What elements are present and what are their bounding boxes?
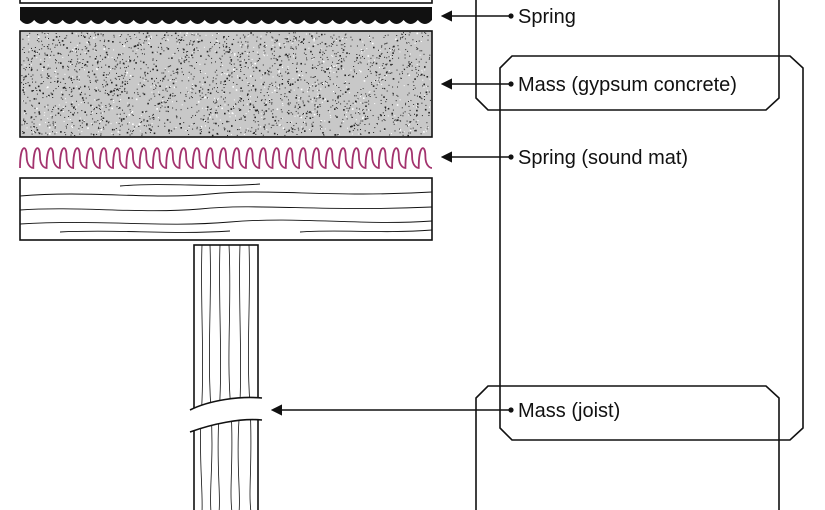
leader-arrows xyxy=(270,10,514,416)
callout-box-top xyxy=(475,0,780,111)
arrow-dot-mass-joist xyxy=(508,407,514,413)
resilient-underlayment xyxy=(20,7,432,24)
label-spring-mat: Spring (sound mat) xyxy=(518,147,688,169)
arrow-dot-spring xyxy=(508,13,514,19)
joist xyxy=(193,244,259,510)
concrete-speckle-texture xyxy=(21,32,431,137)
top-floor-layer xyxy=(19,0,433,4)
subfloor-wood-grain xyxy=(20,183,432,233)
label-mass-joist: Mass (joist) xyxy=(518,400,620,422)
callout-box-bottom xyxy=(475,385,780,510)
arrow-dot-spring-mat xyxy=(508,154,514,160)
joist-break-mark xyxy=(189,396,263,433)
arrow-dot-mass-gypsum xyxy=(508,81,514,87)
callout-box-middle xyxy=(499,55,804,441)
label-spring: Spring xyxy=(518,6,576,28)
sound-mat-wave xyxy=(19,147,433,169)
label-mass-gypsum: Mass (gypsum concrete) xyxy=(518,74,737,96)
